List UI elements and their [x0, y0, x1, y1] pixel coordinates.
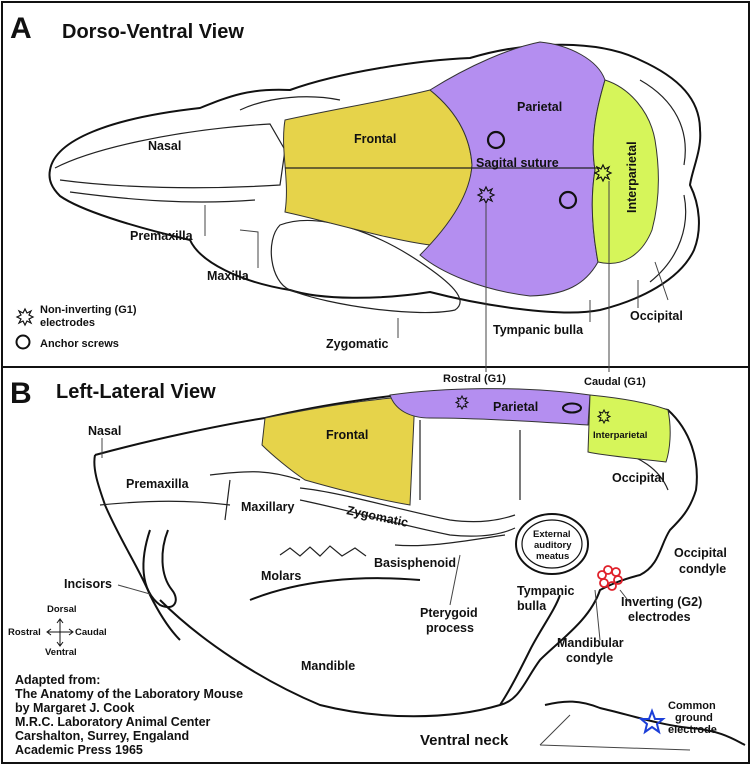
- dorsal-anchor-screw: [486, 130, 506, 150]
- lateral-pterygoid-label-2: process: [426, 621, 474, 635]
- lateral-cranium-outline: [94, 389, 698, 706]
- lateral-maxillary-label: Maxillary: [241, 500, 295, 514]
- dorsal-nasal-label: Nasal: [148, 139, 181, 153]
- lateral-meatus-label-2: auditory: [534, 540, 572, 551]
- lateral-meatus-inner: [521, 519, 583, 569]
- lateral-mandibular-condyle-label-1: Mandibular: [557, 636, 624, 650]
- lateral-sutures: [99, 420, 669, 547]
- caudal-g1-label: Caudal (G1): [584, 376, 646, 388]
- dorsal-maxilla-leader: [239, 229, 259, 268]
- common-ground-label-1: Common: [668, 700, 716, 712]
- legend-electrode-label-line2: electrodes: [40, 317, 95, 329]
- lateral-nasal-label: Nasal: [88, 424, 121, 438]
- dorsal-interparietal-label: Interparietal: [625, 141, 639, 213]
- lateral-frontal-label: Frontal: [326, 428, 368, 442]
- lateral-premaxilla-label: Premaxilla: [126, 477, 190, 491]
- lateral-interparietal-label: Interparietal: [593, 430, 647, 441]
- lateral-snout-outline: [93, 454, 181, 641]
- lateral-frontal-bone: [261, 395, 416, 506]
- dorsal-premaxilla-line: [69, 191, 256, 203]
- legend-screw-icon: [15, 334, 31, 350]
- rostral-g1-label: Rostral (G1): [443, 373, 506, 385]
- lateral-molars: [279, 545, 367, 557]
- credit-line-3: by Margaret J. Cook: [15, 701, 135, 715]
- lateral-anchor-screw: [562, 402, 582, 414]
- credit-line-5: Carshalton, Surrey, Engaland: [15, 729, 189, 743]
- lateral-tympanic-bulla-label-1: Tympanic: [517, 584, 574, 598]
- dorsal-caudal-electrode-icon: [593, 163, 613, 183]
- panel-a-title: Dorso-Ventral View: [62, 21, 244, 43]
- lateral-mandibular-condyle-label-2: condyle: [566, 651, 613, 665]
- lateral-parietal-label: Parietal: [493, 400, 538, 414]
- common-ground-electrode-icon: [638, 708, 666, 735]
- legend-screw-label: Anchor screws: [40, 338, 119, 350]
- panel-a-legend: Non-inverting (G1) electrodes Anchor scr…: [15, 304, 137, 350]
- lateral-incisors-label: Incisors: [64, 577, 112, 591]
- credit-line-2: The Anatomy of the Laboratory Mouse: [15, 687, 243, 701]
- compass-caudal-label: Caudal: [75, 627, 107, 638]
- dorsal-frontal-label: Frontal: [354, 132, 396, 146]
- dorsal-zygomatic-label: Zygomatic: [326, 337, 389, 351]
- dorsal-skull-outline: [48, 43, 702, 314]
- lateral-meatus-label-1: External: [533, 529, 571, 540]
- lateral-molars-label: Molars: [261, 569, 301, 583]
- compass-rostral-label: Rostral: [8, 627, 41, 638]
- compass-dorsal-label: Dorsal: [47, 604, 77, 615]
- lateral-external-auditory-meatus: [515, 513, 589, 575]
- compass-ventral-label: Ventral: [45, 647, 77, 658]
- panel-b-title: Left-Lateral View: [56, 381, 216, 403]
- lateral-parietal-bone: [389, 388, 591, 426]
- lateral-pterygoid-label-1: Pterygoid: [420, 606, 478, 620]
- dorsal-premaxilla-label: Premaxilla: [130, 229, 194, 243]
- legend-electrode-label-line1: Non-inverting (G1): [40, 304, 137, 316]
- lateral-caudal-electrode-icon: [596, 408, 612, 425]
- lateral-occipital-label: Occipital: [612, 471, 665, 485]
- common-ground-label-2: ground: [675, 712, 713, 724]
- lateral-zygomatic-arch: [299, 487, 516, 537]
- credit-line-6: Academic Press 1965: [15, 743, 143, 757]
- ventral-neck-leader: [539, 714, 691, 751]
- lateral-occipital-condyle-label-2: condyle: [679, 562, 726, 576]
- dorsal-parietal-label: Parietal: [517, 100, 562, 114]
- compass-arrows: [46, 618, 74, 647]
- dorsal-sagittal-suture-label: Sagital suture: [476, 156, 559, 170]
- panel-a-letter: A: [10, 12, 32, 45]
- lateral-mandibular-condyle-leader: [594, 589, 601, 641]
- legend-electrode-icon: [15, 307, 35, 327]
- dorsal-anchor-screw: [558, 190, 578, 210]
- lateral-inverting-label-2: electrodes: [628, 610, 691, 624]
- lateral-rostral-electrode-icon: [454, 394, 470, 411]
- lateral-occipital-condyle-label-1: Occipital: [674, 546, 727, 560]
- source-credit: Adapted from: The Anatomy of the Laborat…: [15, 673, 243, 757]
- dorsal-upper-arch: [239, 96, 341, 111]
- lateral-meatus-label-3: meatus: [536, 551, 569, 562]
- lateral-basisphenoid-label: Basisphenoid: [374, 556, 456, 570]
- lateral-skull-drawing: [93, 388, 746, 751]
- lateral-mandible: [159, 577, 561, 718]
- common-ground-label-3: electrode: [668, 724, 717, 736]
- orientation-compass: Dorsal Ventral Rostral Caudal: [8, 604, 107, 658]
- panel-b-letter: B: [10, 377, 32, 410]
- lateral-incisors-leader: [117, 584, 151, 595]
- inverting-electrode-icon: [597, 565, 623, 591]
- credit-line-4: M.R.C. Laboratory Animal Center: [15, 715, 211, 729]
- dorsal-skull-drawing: [48, 41, 702, 372]
- lateral-inverting-label-1: Inverting (G2): [621, 595, 702, 609]
- dorsal-zygomatic-arch: [270, 219, 461, 314]
- dorsal-maxilla-label: Maxilla: [207, 269, 250, 283]
- lateral-pterygoid-leader: [449, 554, 461, 606]
- lateral-tympanic-bulla-label-2: bulla: [517, 599, 547, 613]
- lateral-incisor: [142, 529, 177, 609]
- ventral-neck-label: Ventral neck: [420, 732, 509, 749]
- credit-line-1: Adapted from:: [15, 673, 100, 687]
- dorsal-occipital-label: Occipital: [630, 309, 683, 323]
- dorsal-occipital-leader: [637, 261, 669, 308]
- lateral-mandible-label: Mandible: [301, 659, 355, 673]
- lateral-inverting-leader: [619, 589, 631, 604]
- dorsal-tympanic-bulla-label: Tympanic bulla: [493, 323, 584, 337]
